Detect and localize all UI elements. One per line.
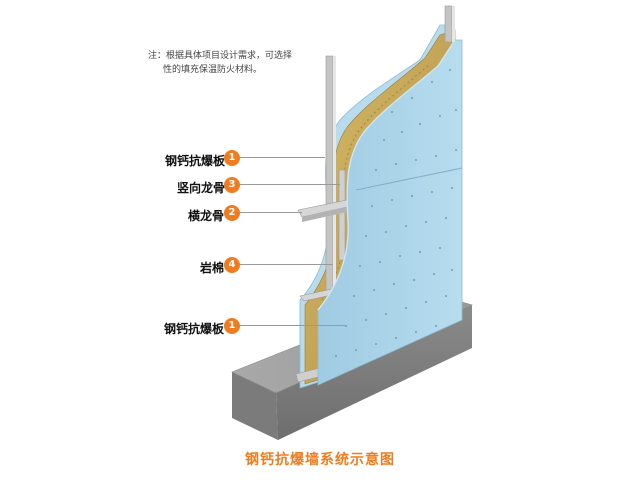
- callout-horizontal-runner: 横龙骨 2: [140, 205, 302, 225]
- callout-label: 钢钙抗爆板: [163, 322, 224, 336]
- screw-dot: [373, 289, 375, 291]
- vertical-stud-center: [338, 169, 346, 261]
- number-badge: 4: [224, 257, 240, 273]
- callout-label: 岩棉: [199, 261, 224, 275]
- screw-dot: [391, 111, 393, 113]
- screw-dot: [353, 295, 355, 297]
- callout-label: 钢钙抗爆板: [164, 154, 225, 168]
- screw-dot: [435, 155, 437, 157]
- screw-dot: [395, 337, 397, 339]
- screw-dot: [379, 261, 381, 263]
- screw-dot: [415, 331, 417, 333]
- screw-dot: [451, 187, 453, 189]
- callout-vertical-stud: 竖向龙骨 3: [140, 177, 340, 197]
- screw-dot: [375, 169, 377, 171]
- screw-dot: [415, 159, 417, 161]
- callout-back-board: 钢钙抗爆板 1: [140, 318, 345, 338]
- screw-dot: [335, 355, 337, 357]
- screw-dot: [405, 307, 407, 309]
- screw-dot: [419, 123, 421, 125]
- callout-rock-wool: 岩棉 4: [140, 257, 333, 277]
- screw-dot: [439, 247, 441, 249]
- screw-dot: [439, 115, 441, 117]
- screw-dot: [393, 283, 395, 285]
- screw-dot: [371, 205, 373, 207]
- screw-dot: [391, 199, 393, 201]
- number-badge: 1: [224, 150, 240, 166]
- design-note-line-2: 性的填充保温防火材料。: [163, 65, 263, 75]
- leader-line: [240, 325, 345, 326]
- leader-line: [240, 264, 333, 265]
- number-badge: 2: [224, 205, 240, 221]
- screw-dot: [435, 325, 437, 327]
- screw-dot: [365, 319, 367, 321]
- vertical-stud-right: [444, 5, 455, 43]
- screw-dot: [383, 139, 385, 141]
- screw-dot: [401, 131, 403, 133]
- screw-dot: [365, 235, 367, 237]
- board-screws: [335, 69, 457, 357]
- screw-dot: [413, 279, 415, 281]
- diagram-title: 钢钙抗爆墙系统示意图: [245, 452, 395, 468]
- screw-dot: [455, 149, 457, 151]
- screw-dot: [411, 195, 413, 197]
- screw-dot: [405, 225, 407, 227]
- screw-dot: [431, 81, 433, 83]
- callout-front-board: 钢钙抗爆板 1: [140, 150, 325, 170]
- screw-dot: [451, 269, 453, 271]
- screw-dot: [355, 349, 357, 351]
- screw-dot: [375, 343, 377, 345]
- screw-dot: [425, 301, 427, 303]
- callout-label: 横龙骨: [187, 209, 224, 223]
- screw-dot: [359, 265, 361, 267]
- callout-label: 竖向龙骨: [176, 181, 225, 195]
- screw-dot: [399, 255, 401, 257]
- screw-dot: [433, 273, 435, 275]
- front-board: [317, 39, 463, 386]
- screw-dot: [445, 217, 447, 219]
- number-badge: 3: [224, 177, 240, 193]
- screw-dot: [445, 295, 447, 297]
- leader-line: [240, 157, 325, 158]
- screw-dot: [345, 325, 347, 327]
- screw-dot: [431, 191, 433, 193]
- screw-dot: [419, 251, 421, 253]
- number-badge: 1: [224, 318, 240, 334]
- leader-line: [240, 212, 302, 213]
- screw-dot: [385, 231, 387, 233]
- screw-dot: [455, 109, 457, 111]
- screw-dot: [395, 163, 397, 165]
- screw-dot: [425, 221, 427, 223]
- screw-dot: [411, 97, 413, 99]
- design-note-line-1: 注：根据具体项目设计需求，可选择: [148, 51, 293, 61]
- screw-dot: [385, 313, 387, 315]
- leader-line: [240, 184, 340, 185]
- screw-dot: [449, 69, 451, 71]
